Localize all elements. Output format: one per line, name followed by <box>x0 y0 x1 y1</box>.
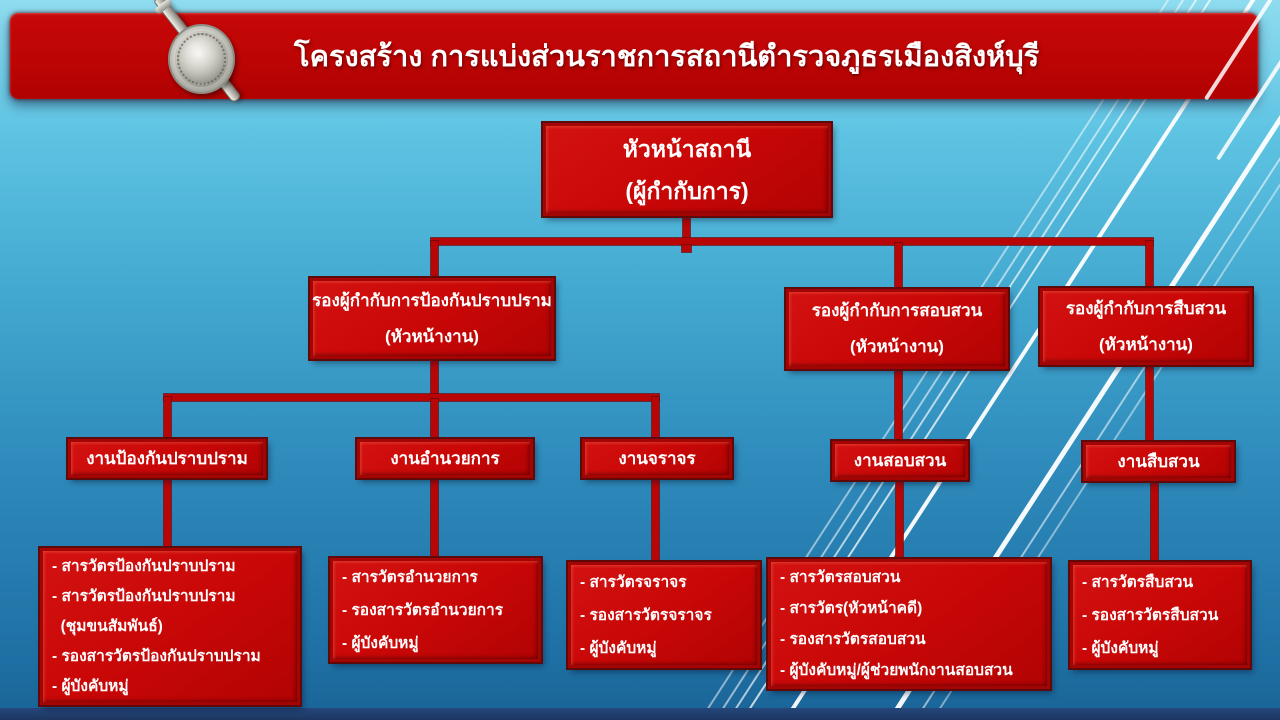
node-deputy-suppression: รองผู้กำกับการป้องกันปราบปราม (หัวหน้างา… <box>310 278 554 359</box>
connector-line <box>431 476 438 560</box>
node-title: รองผู้กำกับการป้องกันปราบปราม <box>312 290 552 310</box>
unit-label: งานอำนวยการ <box>390 448 500 468</box>
connector-junction <box>682 245 691 252</box>
connector-line <box>1146 241 1153 290</box>
connector-line <box>1151 479 1158 564</box>
staff-list-traffic: - สารวัตรจราจร - รองสารวัตรจราจร - ผู้บังค… <box>568 562 760 668</box>
connector-line <box>1146 363 1153 444</box>
connector-line <box>431 241 438 280</box>
node-unit-investigation: งานสืบสวน <box>1083 442 1234 481</box>
connector-line <box>431 238 1153 245</box>
connector-line <box>164 476 171 550</box>
staff-list-suppression: - สารวัตรป้องกันปราบปราม - สารวัตรป้องกัน… <box>40 548 300 705</box>
footer-bar <box>0 708 1280 720</box>
connector-line <box>895 243 902 291</box>
connector-line <box>652 476 659 564</box>
node-subtitle: (หัวหน้างาน) <box>385 326 479 346</box>
node-unit-traffic: งานจราจร <box>582 439 732 478</box>
staff-item: - ผู้บังคับหมู่ <box>1082 639 1159 657</box>
node-unit-administration: งานอำนวยการ <box>357 439 533 478</box>
staff-item: - สารวัตรป้องกันปราบปราม <box>52 587 236 605</box>
staff-item: - ผู้บังคับหมู่ <box>342 634 419 652</box>
staff-item: - สารวัตรจราจร <box>580 573 687 591</box>
medallion-icon <box>168 24 235 94</box>
node-deputy-interrogation: รองผู้กำกับการสอบสวน (หัวหน้างาน) <box>786 289 1008 369</box>
medallion-engraving <box>177 33 226 85</box>
staff-item: - รองสารวัตรอำนวยการ <box>342 601 504 619</box>
staff-item: - สารวัตรอำนวยการ <box>342 568 478 586</box>
staff-item: - รองสารวัตรสืบสวน <box>1082 606 1219 624</box>
staff-item: - สารวัตรสืบสวน <box>1082 573 1194 591</box>
staff-item: - รองสารวัตรจราจร <box>580 606 712 624</box>
unit-label: งานจราจร <box>618 448 696 468</box>
node-subtitle: (ผู้กำกับการ) <box>625 177 749 204</box>
connector-line <box>164 397 171 441</box>
connector-line <box>896 478 903 561</box>
connector-line <box>895 367 902 443</box>
node-subtitle: (หัวหน้างาน) <box>850 337 944 356</box>
unit-label: งานป้องกันปราบปราม <box>86 448 248 468</box>
staff-list-investigation: - สารวัตรสืบสวน - รองสารวัตรสืบสวน - ผู้บั… <box>1070 562 1250 668</box>
connector-line <box>431 358 438 398</box>
node-subtitle: (หัวหน้างาน) <box>1099 334 1193 354</box>
staff-item: - ผู้บังคับหมู่ <box>580 639 657 657</box>
connector-line <box>652 397 659 441</box>
staff-item: - รองสารวัตรสอบสวน <box>780 631 926 648</box>
unit-label: งานสอบสวน <box>853 450 947 470</box>
staff-item: - สารวัตรป้องกันปราบปราม <box>52 557 236 575</box>
staff-list-administration: - สารวัตรอำนวยการ - รองสารวัตรอำนวยการ - ผ… <box>330 558 541 662</box>
node-unit-suppression: งานป้องกันปราบปราม <box>68 439 266 478</box>
staff-list-interrogation: - สารวัตรสอบสวน - สารวัตร(หัวหน้าคดี) - รอ… <box>768 559 1050 689</box>
slide-title: โครงสร้าง การแบ่งส่วนราชการสถานีตำรวจภูธ… <box>294 41 1040 73</box>
thai-police-emblem-icon <box>148 0 258 112</box>
node-unit-interrogation: งานสอบสวน <box>832 441 968 480</box>
staff-item: - รองสารวัตรป้องกันปราบปราม <box>52 647 261 665</box>
staff-item: - สารวัตร(หัวหน้าคดี) <box>780 600 923 617</box>
staff-item: (ชุมขนสัมพันธ์) <box>52 617 163 635</box>
connector-line <box>683 214 690 241</box>
unit-label: งานสืบสวน <box>1117 451 1200 471</box>
node-title: หัวหน้าสถานี <box>622 135 752 162</box>
node-station-chief: หัวหน้าสถานี (ผู้กำกับการ) <box>543 123 831 216</box>
node-title: รองผู้กำกับการสอบสวน <box>811 301 983 320</box>
node-title: รองผู้กำกับการสืบสวน <box>1065 298 1227 318</box>
staff-item: - สารวัตรสอบสวน <box>780 569 901 586</box>
staff-item: - ผู้บังคับหมู่ <box>52 677 129 695</box>
connector-line <box>431 399 438 441</box>
node-deputy-investigation: รองผู้กำกับการสืบสวน (หัวหน้างาน) <box>1040 288 1252 365</box>
staff-item: - ผู้บังคับหมู่/ผู้ช่วยพนักงานสอบสวน <box>780 662 1013 679</box>
connector-line <box>164 394 659 401</box>
